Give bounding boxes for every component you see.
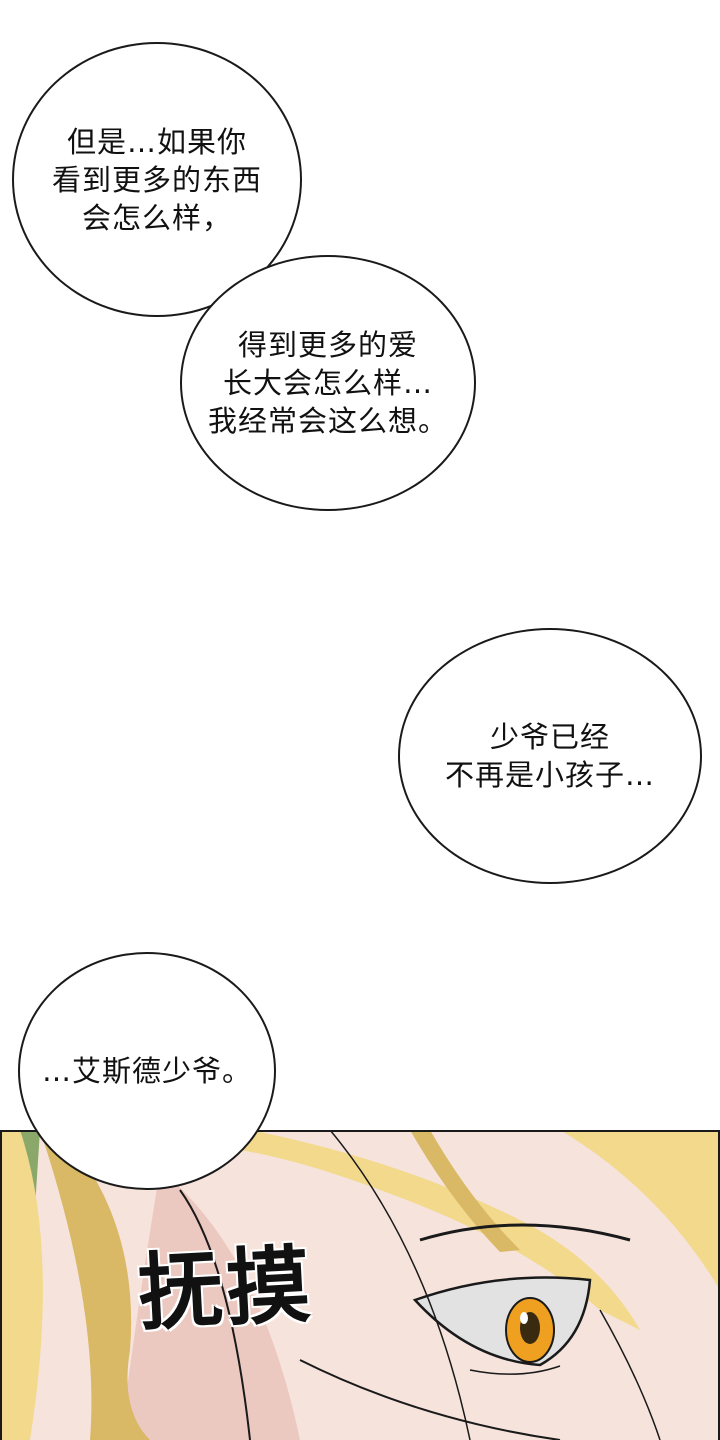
- speech-bubble-text: 少爷已经 不再是小孩子…: [444, 720, 655, 792]
- speech-bubble-2: 得到更多的爱 长大会怎么样… 我经常会这么想。: [180, 255, 476, 511]
- speech-bubble-4: …艾斯德少爷。: [18, 952, 276, 1190]
- speech-bubble-text: 但是…如果你 看到更多的东西 会怎么样，: [51, 124, 262, 235]
- sound-effect-text: 抚摸: [135, 1235, 317, 1343]
- speech-bubble-1: 但是…如果你 看到更多的东西 会怎么样，: [12, 42, 302, 317]
- speech-bubble-text: 得到更多的爱 长大会怎么样… 我经常会这么想。: [207, 328, 448, 438]
- speech-bubble-3: 少爷已经 不再是小孩子…: [398, 628, 702, 884]
- speech-bubble-text: …艾斯德少爷。: [41, 1054, 252, 1088]
